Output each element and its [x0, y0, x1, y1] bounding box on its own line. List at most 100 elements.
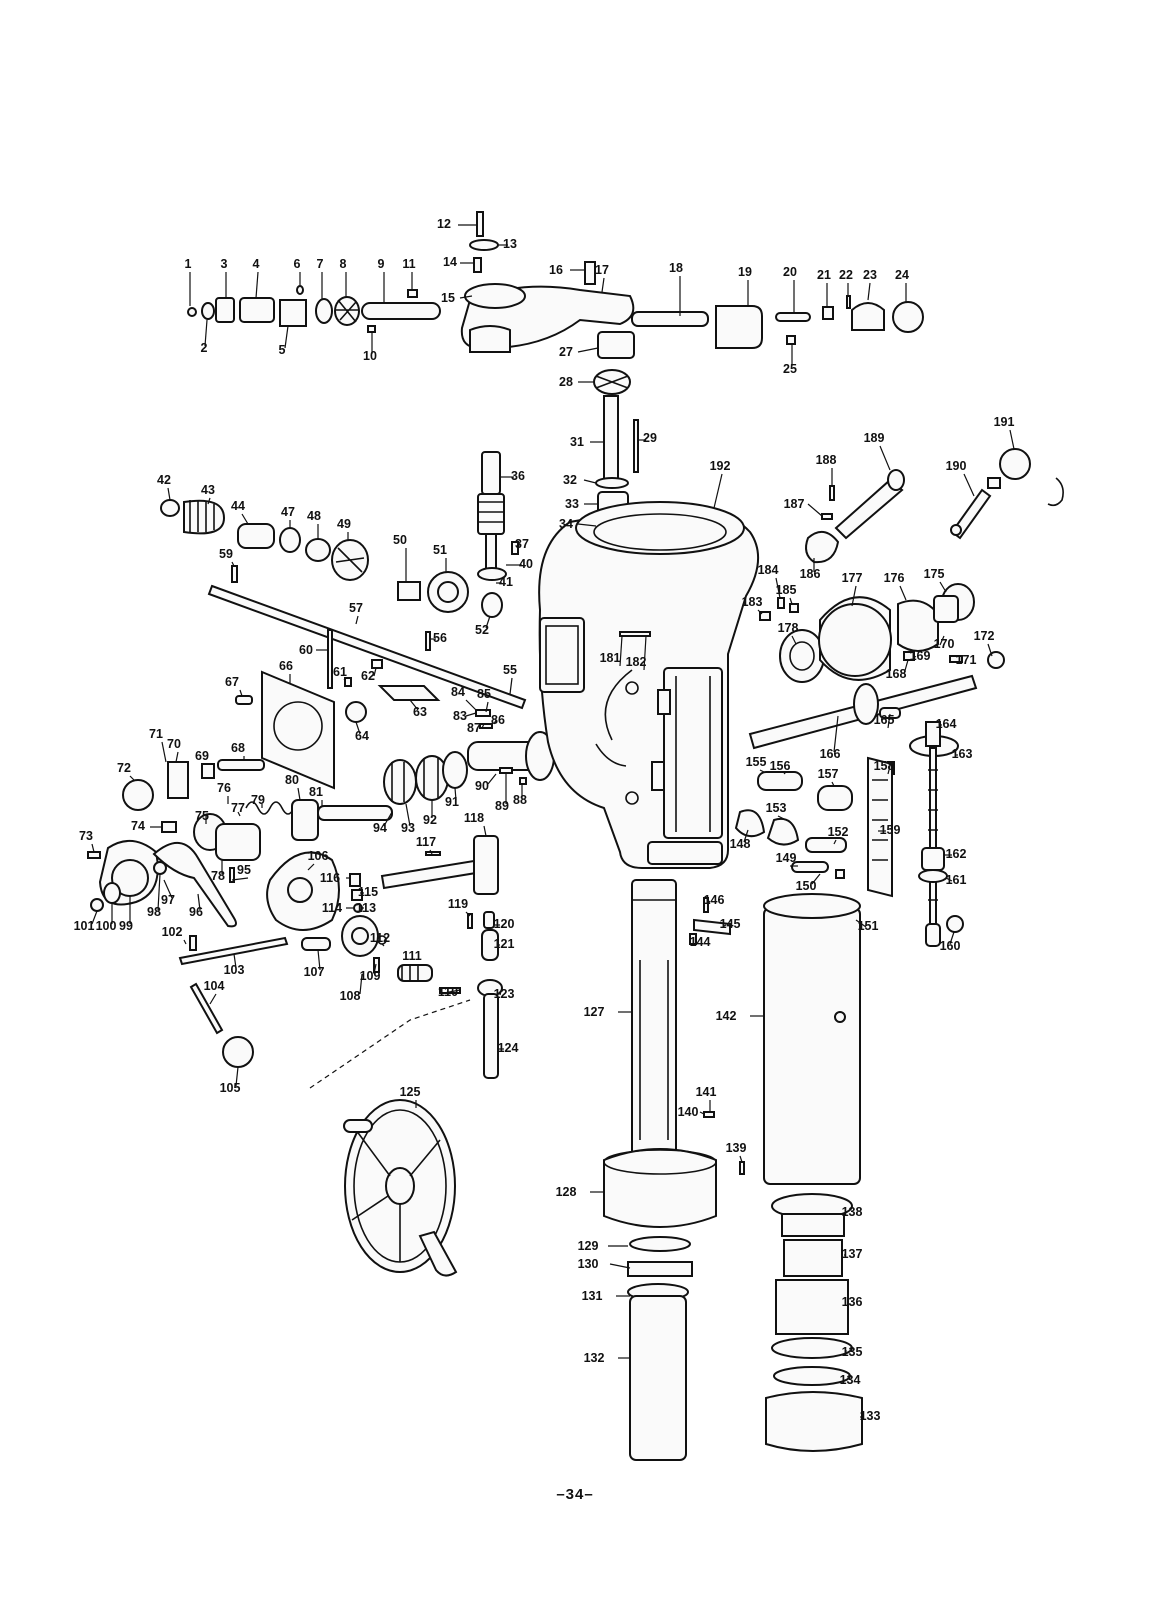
leader-line [465, 699, 477, 711]
callout-label: 164 [936, 717, 957, 731]
callout-label: 55 [503, 663, 517, 677]
callout-label: 170 [934, 637, 955, 651]
leader-line [887, 765, 891, 775]
callout-label: 33 [565, 497, 579, 511]
leader-line [789, 597, 793, 605]
callout-label: 146 [704, 893, 725, 907]
callout-label: 22 [839, 268, 853, 282]
leader-line [129, 775, 135, 781]
callout-label: 15 [441, 291, 455, 305]
leader-line [601, 277, 605, 293]
leader-line [987, 643, 993, 657]
callout-label: 18 [669, 261, 683, 275]
leader-line [713, 473, 723, 509]
callout-label: 175 [924, 567, 945, 581]
callout-label: 133 [860, 1409, 881, 1423]
callout-label: 84 [451, 685, 465, 699]
leader-line [577, 523, 597, 527]
callout-label: 97 [161, 893, 175, 907]
leader-line [811, 873, 821, 885]
leader-line [359, 973, 363, 995]
leader-line [913, 655, 917, 658]
callout-label: 9 [378, 257, 385, 271]
handle-cam-parts [87, 813, 289, 1068]
callout-label: 56 [433, 631, 447, 645]
callout-label: 112 [370, 931, 390, 945]
callout-label: 149 [776, 851, 797, 865]
callout-label: 132 [584, 1351, 605, 1365]
callout-label: 42 [157, 473, 171, 487]
callout-label: 40 [519, 557, 533, 571]
leader-line [239, 689, 243, 697]
callout-label: 17 [595, 263, 609, 277]
callout-label: 153 [766, 801, 787, 815]
leader-line [791, 635, 797, 645]
callout-label: 77 [231, 801, 245, 815]
leader-line [483, 825, 487, 837]
callout-label: 8 [340, 257, 347, 271]
callout-label: 121 [494, 937, 515, 951]
leader-line [91, 843, 95, 853]
callout-label: 191 [994, 415, 1015, 429]
callout-label: 150 [796, 879, 817, 893]
callout-label: 87 [467, 721, 481, 735]
callout-label: 157 [818, 767, 839, 781]
leader-line [1009, 429, 1015, 450]
leader-line [867, 282, 871, 301]
leader-line [237, 811, 241, 817]
callout-label: 14 [443, 255, 457, 269]
leader-line [233, 953, 237, 969]
callout-label: 86 [491, 713, 505, 727]
leader-line [831, 781, 835, 787]
leader-line [879, 445, 891, 471]
leader-line [355, 721, 361, 735]
leader-line [783, 771, 787, 775]
left-plate-parts [122, 670, 441, 811]
callout-label: 43 [201, 483, 215, 497]
callout-label: 188 [816, 453, 837, 467]
leader-line [443, 989, 461, 994]
callout-label: 24 [895, 268, 909, 282]
callout-label: 182 [626, 655, 647, 669]
callout-label: 51 [433, 543, 447, 557]
quill-spindle [603, 879, 717, 1461]
leader-line [775, 577, 781, 599]
callout-label: 79 [251, 793, 265, 807]
callout-label: 171 [956, 653, 977, 667]
leader-line [207, 497, 211, 505]
callout-label: 107 [304, 965, 325, 979]
callout-label: 70 [167, 737, 181, 751]
callout-label: 36 [511, 469, 525, 483]
callout-label: 163 [952, 747, 973, 761]
leader-line [231, 561, 235, 567]
leader-line [284, 325, 289, 349]
callout-label: 50 [393, 533, 407, 547]
callout-label: 83 [453, 709, 467, 723]
leader-line [939, 581, 947, 593]
leader-line [465, 911, 471, 917]
callout-label: 49 [337, 517, 351, 531]
leader-line [499, 987, 503, 996]
leader-line [183, 939, 187, 945]
callout-label: 94 [373, 821, 387, 835]
callout-label: 7 [317, 257, 324, 271]
callout-label: 6 [294, 257, 301, 271]
callout-label: 119 [448, 897, 468, 911]
callout-label: 25 [783, 362, 797, 376]
leader-line [899, 585, 907, 601]
callout-label: 4 [253, 257, 260, 271]
leader-line [373, 963, 377, 975]
leader-line [235, 1066, 239, 1087]
callout-label: 130 [578, 1257, 599, 1271]
callout-label: 59 [219, 547, 233, 561]
leader-line [743, 829, 749, 843]
callout-label: 20 [783, 265, 797, 279]
quill-sleeve [703, 893, 863, 1452]
callout-label: 2 [201, 341, 208, 355]
callout-label: 81 [309, 785, 323, 799]
callout-label: 48 [307, 509, 321, 523]
leader-line [509, 677, 513, 695]
callout-label: 34 [559, 517, 573, 531]
callout-label: 160 [940, 939, 961, 953]
